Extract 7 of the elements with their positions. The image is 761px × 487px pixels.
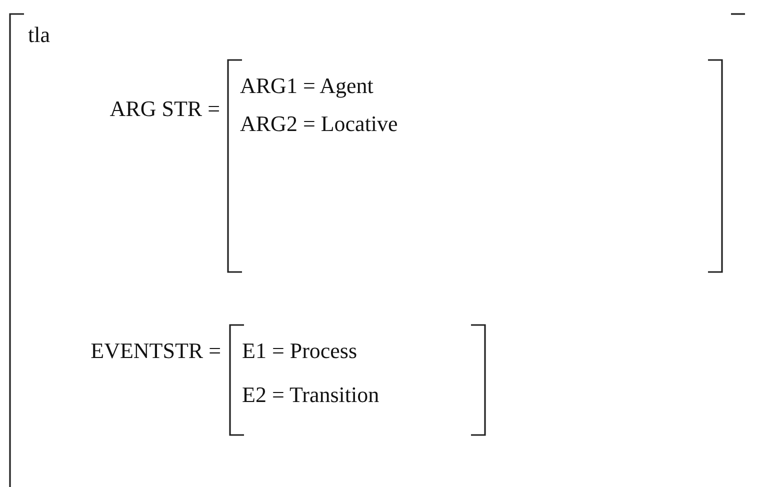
feature-value: E2 = Transition <box>242 382 380 408</box>
feature-value: ARG2 = Locative <box>240 111 398 137</box>
feature-name: ARG STR = <box>108 96 220 122</box>
matrix-head: tla <box>28 22 50 48</box>
feature-name: EVENTSTR = <box>90 338 221 364</box>
feature-value: E1 = Process <box>242 338 358 364</box>
feature-value: ARG1 = Agent <box>240 73 374 99</box>
